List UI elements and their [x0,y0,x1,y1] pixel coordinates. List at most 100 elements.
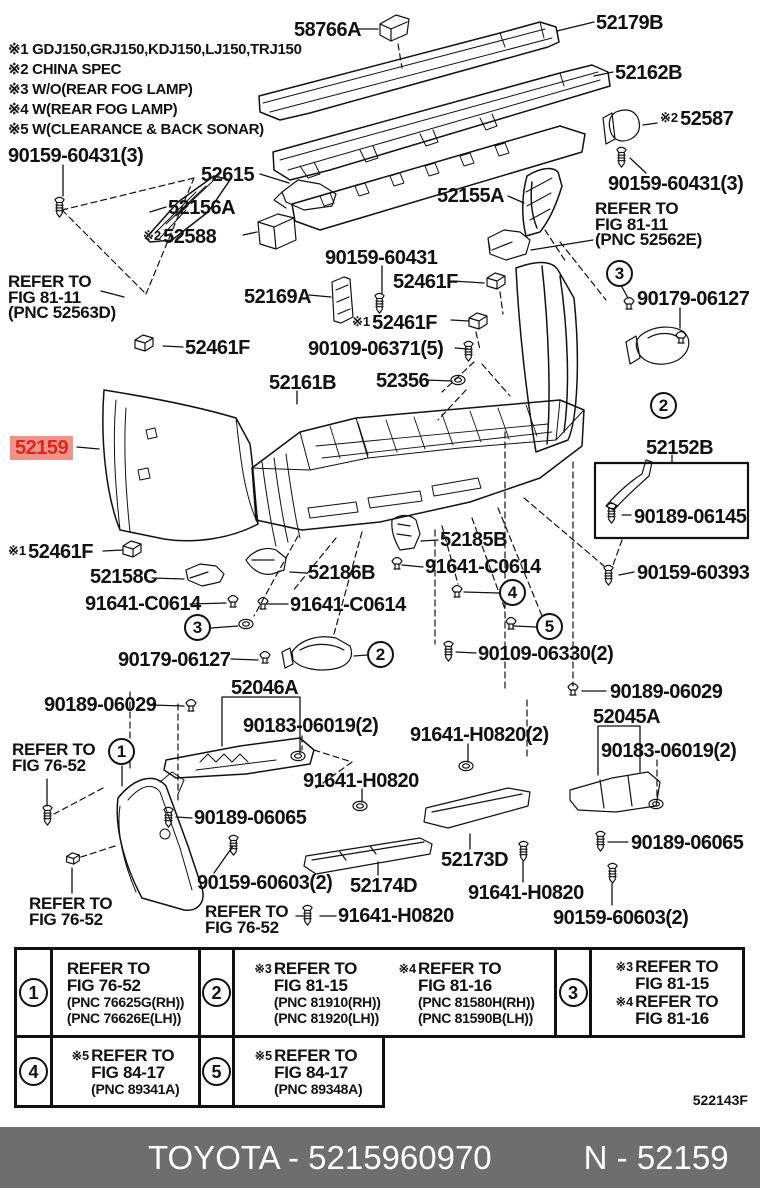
note-line: ※2 CHINA SPEC [8,61,122,78]
diagram-callout-4[interactable]: 4 [499,579,526,606]
figure-ref-line: FIG 81-11 [595,214,668,234]
pnc-line: (PNC 81580H(RH)) [418,993,535,1010]
part-label[interactable]: 90179-06127 [118,650,231,670]
part-number: 52186B [308,562,376,584]
part-number: 52615 [201,164,255,186]
part-number: 90179-06127 [637,288,750,310]
table-callout-5: 5 [202,1057,231,1086]
leader-lines [47,22,680,916]
diagram-callout-3[interactable]: 3 [184,614,211,641]
part-label[interactable]: 91641-H0820 [303,771,419,791]
part-label[interactable]: 52173D [441,849,509,871]
part-label[interactable]: 91641-C0614 [290,595,406,615]
diagram-callout-2[interactable]: 2 [367,641,394,668]
part-label[interactable]: 52045A [593,706,661,728]
note-mark: ※3 [615,960,634,974]
retainer-52179B-drawing [259,15,559,120]
ref-table-row-1: 1 REFER TO FIG 76-52 (PNC 76625G(RH)) (P… [14,947,745,1038]
fig-ref-line: REFER TO [66,958,151,978]
part-label[interactable]: 90189-06145 [634,506,747,528]
note-line: ※3 W/O(REAR FOG LAMP) [8,81,193,98]
fig-ref-line: FIG 81-16 [418,975,492,995]
note-mark: ※2 [660,110,679,125]
part-label[interactable]: 90189-06065 [631,833,744,853]
part-label[interactable]: 90183-06019(2) [601,741,737,761]
footer-catalog-number: N - 52159 [583,1138,729,1176]
part-label[interactable]: 52174D [350,875,418,897]
part-number: 91641-C0614 [85,593,201,615]
notes: ※1 GDJ150,GRJ150,KDJ150,LJ150,TRJ150※2 C… [8,40,302,140]
part-label[interactable]: 90159-60431(3) [8,146,144,166]
part-number: 90189-06145 [634,506,747,528]
retainer-52162B-drawing [273,65,610,180]
note-mark: ※3 [254,961,272,976]
part-label[interactable]: 52161B [269,373,337,393]
part-number: 52173D [441,849,509,871]
diagram-callout-5[interactable]: 5 [536,613,563,640]
part-label[interactable]: 90189-06029 [610,682,723,702]
guard-52046A-drawing [164,738,314,778]
note-mark: ※5 [71,1048,90,1063]
bumper-diagram-line-art [42,0,760,926]
part-label[interactable]: 90159-60393 [637,563,750,583]
part-label[interactable]: 90189-06029 [44,695,157,715]
part-label[interactable]: 90159-60431(3) [608,174,744,194]
part-number: 52045A [593,706,661,728]
part-label[interactable]: 91641-C0614 [425,557,541,577]
part-label[interactable]: 52155A [437,186,505,206]
part-number: 52356 [376,370,430,392]
note-mark: ※1 [8,543,27,558]
note-mark: ※5 [254,1048,273,1063]
part-number: 52174D [350,875,418,897]
part-number: 52461F [28,541,93,563]
fig-ref-line: FIG 76-52 [66,975,141,995]
figure-ref-line: FIG 76-52 [29,909,103,929]
note-mark: ※4 [398,961,417,976]
diagram-callout-2[interactable]: 2 [650,392,677,419]
part-label[interactable]: 52046A [231,678,299,698]
part-label[interactable]: 52179B [596,13,664,33]
table-callout-4: 4 [19,1057,48,1086]
part-number: 52152B [646,437,714,459]
part-label[interactable]: 52169A [244,287,312,307]
part-label[interactable]: 91641-H0820 [468,883,584,903]
mudflap-drawing [117,772,203,910]
part-label[interactable]: 90159-60603(2) [197,873,333,893]
diagram-callout-3[interactable]: 3 [606,260,633,287]
part-label[interactable]: 91641-H0820(2) [410,725,549,745]
fig-ref-line: FIG 84-17 [274,1062,348,1082]
part-label[interactable]: 52158C [90,567,158,587]
highlighted-part-label[interactable]: 52159 [10,436,74,460]
part-label[interactable]: 90159-60603(2) [553,908,689,928]
part-label[interactable]: 90159-60431 [325,248,438,268]
part-label[interactable]: 52152B [646,437,714,459]
part-label[interactable]: 90183-06019(2) [243,716,379,736]
fig-ref-line: REFER TO [635,992,719,1011]
diagram-callout-1[interactable]: 1 [108,738,135,765]
part-label[interactable]: 52461F [185,338,250,358]
part-label[interactable]: 52615 [201,164,255,186]
part-label[interactable]: 52186B [308,562,376,584]
part-label[interactable]: 90109-06371(5) [308,339,444,359]
part-label[interactable]: 90109-06330(2) [478,644,614,664]
part-label[interactable]: 52156A [168,198,236,218]
part-label[interactable]: 90179-06127 [637,288,750,310]
part-label[interactable]: 91641-H0820 [338,906,454,926]
part-label[interactable]: 52461F [393,272,458,292]
part-label[interactable]: 52162B [615,63,683,83]
part-label[interactable]: 58766A [294,20,362,40]
figure-ref-line: FIG 76-52 [205,917,279,937]
part-label[interactable]: 52185B [440,530,508,550]
pnc-line: (PNC 81590B(LH)) [418,1009,534,1026]
pnc-line: (PNC 81910(RH)) [273,993,381,1010]
part-label[interactable]: 91641-C0614 [85,594,201,614]
part-label[interactable]: 90189-06065 [194,808,307,828]
part-label[interactable]: 52356 [376,370,430,392]
fig-ref-line: FIG 81-15 [273,975,348,995]
figure-ref-line: FIG 76-52 [12,755,86,775]
